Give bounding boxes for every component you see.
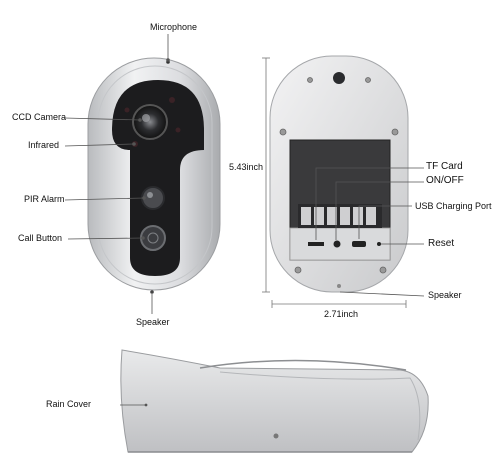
leader-tf-card — [315, 167, 424, 240]
label-height-dimension: 5.43inch — [229, 162, 264, 172]
screw-icon — [307, 77, 313, 83]
front-leader-lines — [64, 34, 170, 314]
label-microphone: Microphone — [150, 22, 198, 32]
label-call-button: Call Button — [18, 233, 63, 243]
infrared-led — [169, 97, 175, 103]
screw-icon — [391, 128, 399, 136]
label-pir-alarm: PIR Alarm — [24, 194, 65, 204]
screw-icon — [294, 266, 302, 274]
call-button-ring — [147, 232, 159, 244]
screw-icon — [273, 433, 279, 439]
dimension-lines — [262, 57, 407, 308]
front-inner-bezel — [97, 65, 213, 285]
leader-dot — [144, 403, 148, 407]
leader-speaker-back — [339, 291, 425, 297]
tf-card-slot — [308, 242, 324, 246]
screw-icon — [279, 128, 287, 136]
side-view — [120, 349, 429, 453]
label-speaker-front: Speaker — [136, 317, 170, 327]
label-infrared: Infrared — [28, 140, 60, 150]
reset-button — [377, 242, 381, 246]
leader-ccd-camera — [64, 117, 141, 121]
back-top-mic — [333, 72, 345, 84]
leader-dot — [132, 142, 136, 146]
back-view — [269, 55, 409, 293]
leader-call-button — [67, 237, 144, 240]
label-tf-card: TF Card — [426, 161, 463, 172]
label-rain-cover: Rain Cover — [46, 399, 92, 409]
camera-lens-highlight — [142, 114, 150, 122]
leader-infrared — [64, 143, 135, 147]
speaker-hole — [150, 290, 154, 294]
leader-dot — [142, 196, 146, 200]
label-usb-charging-port: USB Charging Port — [415, 201, 492, 211]
pir-sensor-highlight — [147, 192, 153, 198]
terminal-block — [298, 204, 382, 228]
leader-dot — [141, 236, 145, 240]
camera-lens-icon — [132, 104, 168, 140]
label-on-off: ON/OFF — [426, 175, 464, 186]
label-ccd-camera: CCD Camera — [12, 112, 67, 122]
leader-usb — [358, 205, 412, 239]
leader-pir-alarm — [64, 197, 145, 201]
on-off-switch — [333, 240, 341, 248]
label-speaker-back: Speaker — [428, 290, 462, 300]
usb-charging-port — [352, 241, 366, 247]
front-view — [87, 57, 221, 294]
back-leader-lines — [315, 167, 425, 297]
leader-dot — [166, 58, 170, 62]
label-width-dimension: 2.71inch — [324, 309, 359, 319]
infrared-led — [124, 107, 130, 113]
rain-cover-shell — [120, 349, 429, 453]
screw-icon — [365, 77, 371, 83]
screw-icon — [379, 266, 387, 274]
leader-dot — [138, 118, 142, 122]
infrared-led — [175, 127, 181, 133]
label-reset: Reset — [428, 238, 455, 249]
side-top-edge — [199, 359, 407, 371]
screw-icon — [337, 284, 341, 288]
side-inner-curve — [219, 371, 421, 441]
leader-on-off — [335, 181, 424, 240]
